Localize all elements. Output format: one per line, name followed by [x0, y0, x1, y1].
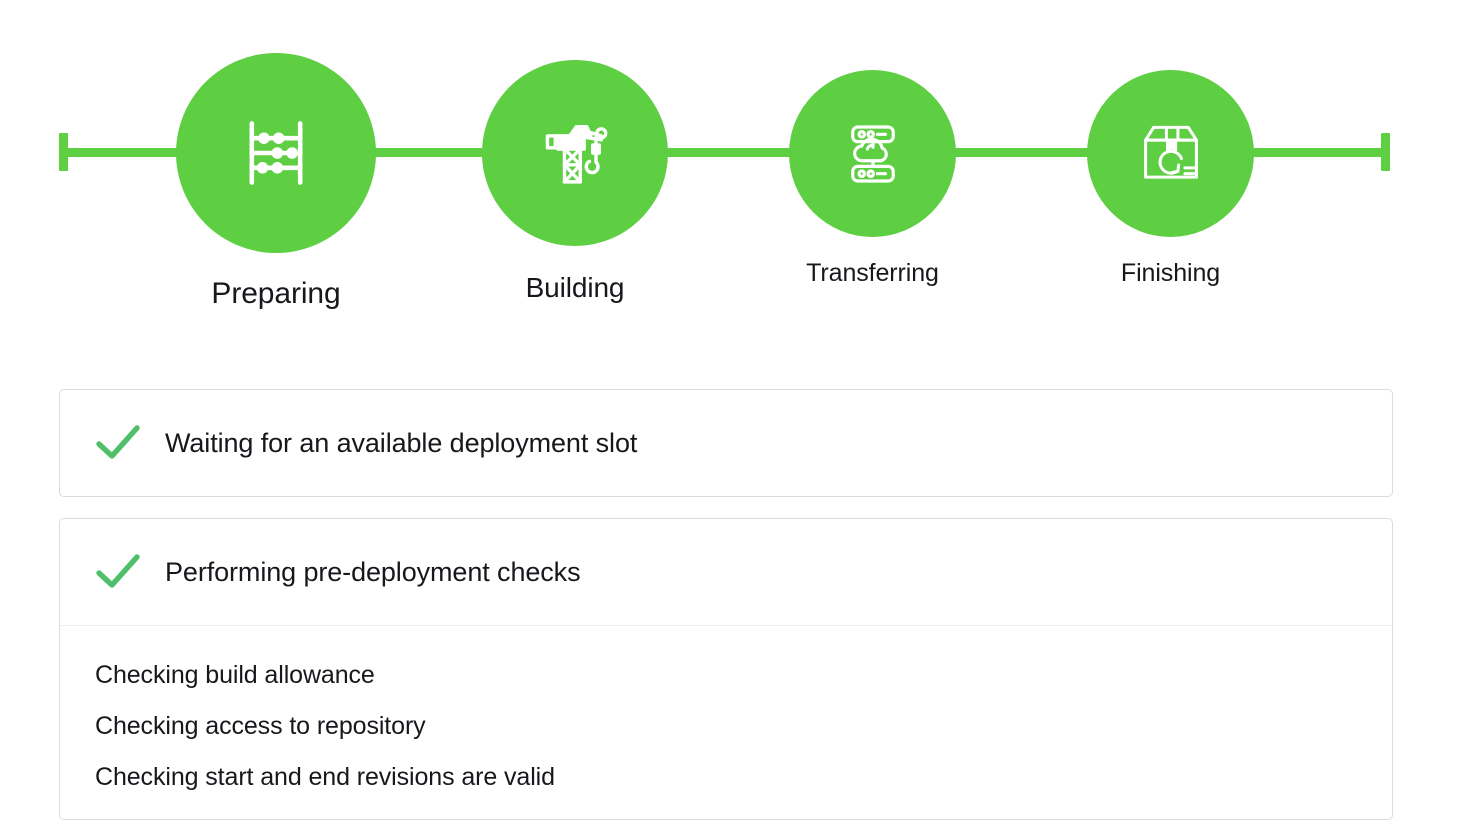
package-sync-icon	[1134, 117, 1208, 191]
list-item: Checking build allowance	[95, 661, 375, 689]
checklist-card-title: Waiting for an available deployment slot	[165, 427, 638, 458]
step-finishing[interactable]: Finishing	[1087, 0, 1254, 330]
stepper-rail-cap-start	[59, 133, 68, 171]
card-divider	[60, 625, 1392, 626]
step-preparing[interactable]: Preparing	[176, 0, 376, 330]
crane-icon	[533, 111, 617, 195]
checkmark-icon	[95, 552, 141, 592]
checklist-card-header: Waiting for an available deployment slot	[60, 390, 1392, 496]
step-finishing-circle[interactable]	[1087, 70, 1254, 237]
abacus-icon	[233, 110, 319, 196]
step-preparing-circle[interactable]	[176, 53, 376, 253]
deployment-checklist: Waiting for an available deployment slot…	[59, 389, 1393, 838]
step-transferring-circle[interactable]	[789, 70, 956, 237]
stepper-rail-cap-end	[1381, 133, 1390, 171]
checklist-card[interactable]: Waiting for an available deployment slot	[59, 389, 1393, 497]
step-building-circle[interactable]	[482, 60, 668, 246]
list-item: Checking access to repository	[95, 712, 426, 740]
list-item: Checking start and end revisions are val…	[95, 763, 555, 791]
checklist-card-title: Performing pre-deployment checks	[165, 556, 581, 587]
step-transferring[interactable]: Transferring	[789, 0, 956, 330]
step-finishing-label: Finishing	[1120, 259, 1221, 287]
stepper-rail	[59, 148, 1390, 157]
cloud-server-icon	[837, 118, 909, 190]
step-preparing-label: Preparing	[211, 277, 341, 310]
checklist-card-header: Performing pre-deployment checks	[60, 519, 1392, 625]
checklist-card[interactable]: Performing pre-deployment checks Checkin…	[59, 518, 1393, 820]
step-building[interactable]: Building	[482, 0, 668, 330]
checklist-sub-list: Checking build allowance Checking access…	[60, 626, 1392, 819]
step-transferring-label: Transferring	[806, 259, 939, 287]
deployment-stepper: Preparing	[0, 0, 1472, 330]
checkmark-icon	[95, 423, 141, 463]
step-building-label: Building	[525, 272, 625, 303]
